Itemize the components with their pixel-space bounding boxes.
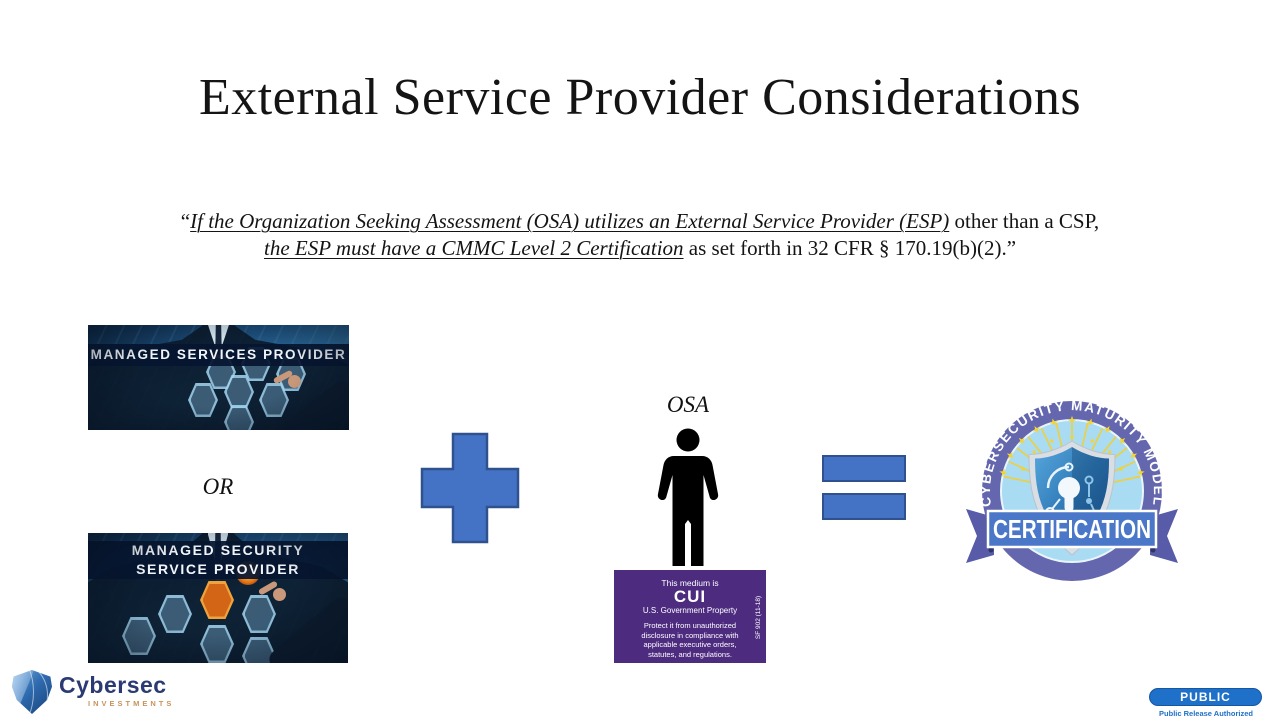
hexagon-icon: [206, 355, 236, 389]
cui-body-text: Protect it from unauthorized disclosure …: [641, 621, 739, 659]
plus-icon: [420, 432, 520, 544]
cybersec-investments-logo: Cybersec INVESTMENTS: [12, 668, 182, 718]
public-classification-badge: PUBLIC: [1149, 688, 1262, 706]
hexagon-icon: [158, 595, 192, 633]
shirt-shape: [208, 325, 229, 357]
logo-shield-icon: [12, 670, 52, 714]
pointing-finger: [272, 369, 294, 385]
logo-name: Cybersec: [59, 672, 167, 698]
public-release-caption: Public Release Authorized: [1159, 709, 1253, 718]
managed-services-provider-image: MANAGED SERVICES PROVIDER: [88, 325, 349, 430]
hexagon-cloud-icon: [200, 581, 234, 619]
hexagon-gear-icon: [242, 637, 276, 663]
quote-line-1: “If the Organization Seeking Assessment …: [0, 208, 1280, 235]
mssp-banner: MANAGED SECURITY SERVICE PROVIDER: [88, 541, 348, 579]
orange-lock-glow: [236, 561, 260, 585]
tie-shape: [215, 325, 222, 370]
or-label: OR: [202, 474, 234, 499]
quote-line2-rest: as set forth in 32 CFR § 170.19(b)(2).”: [683, 236, 1017, 260]
cmmc-certification-badge: CERTIFICATION CYBERSECURITY MATURITY MOD…: [966, 385, 1178, 602]
cui-acronym: CUI: [673, 587, 707, 606]
quote-block: “If the Organization Seeking Assessment …: [0, 208, 1280, 262]
osa-person: [652, 428, 724, 573]
pointing-arm: [265, 593, 348, 663]
businessman-silhouette: [88, 325, 349, 430]
quote-line1-underlined: If the Organization Seeking Assessment (…: [190, 209, 950, 233]
person-icon: [657, 428, 719, 566]
hexagon-icon: [224, 405, 254, 430]
businessman-silhouette: [88, 533, 348, 663]
hexagon-icon: [276, 357, 306, 391]
plus-shape: [420, 432, 520, 549]
mssp-banner-line1: MANAGED SECURITY: [131, 542, 305, 558]
pointing-hand: [273, 588, 286, 601]
pointing-arm: [268, 377, 349, 430]
cui-label-card: This medium is CUI U.S. Government Prope…: [614, 570, 766, 663]
hexagon-icon: [122, 617, 156, 655]
quote-open-mark: “: [180, 209, 191, 233]
badge-banner-text: CERTIFICATION: [993, 514, 1151, 544]
pointing-finger: [257, 580, 279, 596]
pointing-hand: [288, 375, 301, 388]
logo-wire-line: [12, 670, 35, 714]
quote-line-2: the ESP must have a CMMC Level 2 Certifi…: [0, 235, 1280, 262]
logo-subtitle: INVESTMENTS: [88, 699, 175, 708]
hexagon-icon: [259, 383, 289, 417]
hexagon-search-icon: [200, 625, 234, 663]
logo-wire-line: [12, 670, 48, 714]
quote-line1-rest: other than a CSP,: [949, 209, 1100, 233]
cui-intro: This medium is: [661, 578, 719, 588]
hexagon-icon: [188, 383, 218, 417]
cui-subtitle: U.S. Government Property: [642, 606, 738, 615]
tie-shape: [214, 533, 222, 588]
page-title: External Service Provider Considerations: [198, 69, 1082, 126]
msp-banner: MANAGED SERVICES PROVIDER: [88, 344, 349, 366]
osa-label: OSA: [666, 392, 710, 417]
equals-bar-bottom: [822, 493, 906, 520]
hexagon-icon: [242, 595, 276, 633]
quote-line2-underlined: the ESP must have a CMMC Level 2 Certifi…: [263, 236, 684, 260]
managed-security-service-provider-image: MANAGED SECURITY SERVICE PROVIDER: [88, 533, 348, 663]
cmmc-badge-icon: CERTIFICATION CYBERSECURITY MATURITY MOD…: [966, 398, 1178, 581]
shirt-shape: [207, 533, 229, 572]
equals-bar-top: [822, 455, 906, 482]
cui-form-number: SF 902 (11-18): [754, 595, 762, 640]
mssp-banner-line2: SERVICE PROVIDER: [136, 561, 300, 577]
hexagon-icon: [241, 347, 271, 381]
hexagon-icon: [224, 375, 254, 409]
